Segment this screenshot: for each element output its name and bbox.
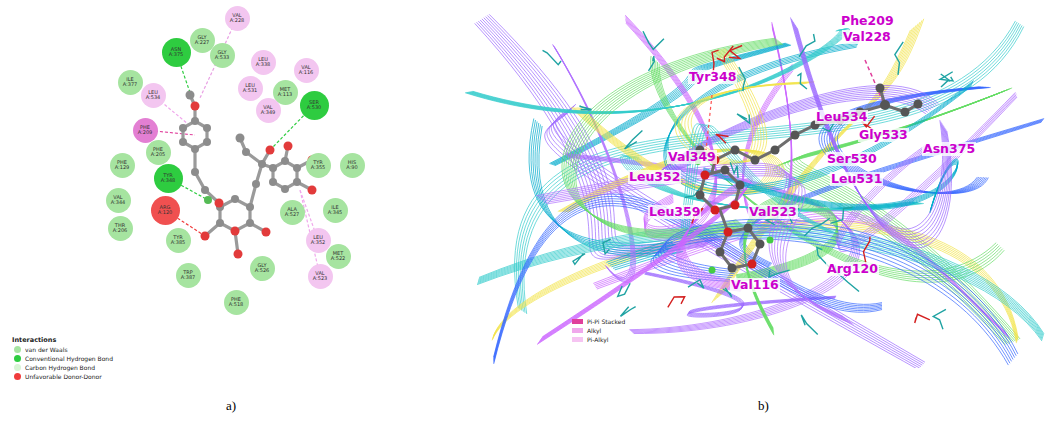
legend-title: Interactions [12, 336, 56, 344]
residue-name: GLY A:526 [253, 263, 272, 274]
residue-name: PHE A:205 [149, 147, 168, 158]
residue-name: LEU A:531 [241, 83, 260, 94]
residue-label: Leu359 [648, 205, 701, 219]
residue-disc: LEU A:352 [306, 228, 331, 253]
residue-name: TYR A:385 [169, 235, 188, 246]
residue-disc: VAL A:349 [256, 98, 281, 123]
legend-swatch [14, 355, 21, 362]
residue-name: PHE A:129 [113, 160, 132, 171]
legend-swatch [572, 319, 583, 324]
panel-letter: b) [758, 398, 769, 414]
legend-swatch [14, 364, 21, 371]
residue-disc: TYR A:348 [154, 164, 183, 193]
residue-disc: TYR A:385 [166, 228, 191, 253]
residue-disc: VAL A:228 [225, 6, 250, 31]
legend-text: van der Waals [25, 346, 68, 353]
legend-entry: Pi-Pi Stacked [572, 318, 625, 325]
residue-name: TYR A:355 [309, 160, 328, 171]
residue-name: MET A:113 [276, 87, 295, 98]
residue-disc: LEU A:531 [238, 76, 263, 101]
residue-label: Gly533 [858, 128, 909, 142]
residue-disc: VAL A:116 [294, 58, 319, 83]
residue-name: PHE A:518 [227, 297, 246, 308]
residue-label: Arg120 [826, 262, 879, 276]
residue-name: VAL A:228 [228, 13, 247, 24]
residue-label: Val523 [748, 205, 798, 219]
residue-disc: SER A:530 [300, 91, 329, 120]
legend-entry: Alkyl [572, 327, 601, 334]
legend-swatch [14, 346, 21, 353]
residue-name: MET A:522 [329, 251, 348, 262]
residue-disc: GLY A:526 [250, 256, 275, 281]
residue-disc: MET A:522 [326, 244, 351, 269]
legend-entry: Carbon Hydrogen Bond [14, 364, 95, 371]
residue-disc: TRP A:387 [176, 263, 201, 288]
residue-disc: VAL A:344 [106, 188, 131, 213]
residue-name: VAL A:344 [109, 195, 128, 206]
residue-name: PHE A:209 [136, 125, 155, 136]
residue-label: Val228 [842, 30, 892, 44]
residue-name: LEU A:534 [144, 90, 163, 101]
legend-text: Conventional Hydrogen Bond [25, 355, 113, 362]
residue-label: Leu352 [628, 170, 681, 184]
residue-label: Leu534 [815, 110, 868, 124]
residue-name: VAL A:116 [297, 65, 316, 76]
residue-disc: ARG A:120 [151, 196, 180, 225]
legend-text: Pi-Alkyl [587, 336, 608, 343]
residue-disc: PHE A:518 [224, 290, 249, 315]
residue-disc: VAL A:523 [308, 264, 333, 289]
residue-disc: THR A:206 [108, 216, 133, 241]
residue-name: VAL A:349 [259, 105, 278, 116]
residue-label: Ser530 [826, 152, 878, 166]
residue-disc: PHE A:129 [110, 153, 135, 178]
residue-name: VAL A:523 [311, 271, 330, 282]
residue-disc: HIS A:90 [340, 153, 365, 178]
residue-disc: TYR A:355 [306, 153, 331, 178]
residue-name: HIS A:90 [343, 160, 362, 171]
legend-entry: Conventional Hydrogen Bond [14, 355, 113, 362]
residue-disc: GLY A:533 [210, 43, 235, 68]
residue-name: LEU A:352 [309, 235, 328, 246]
residue-disc: PHE A:209 [133, 118, 158, 143]
residue-name: GLY A:227 [193, 35, 212, 46]
residue-name: ILE A:377 [121, 77, 140, 88]
residue-name: ASN A:375 [165, 47, 188, 58]
residue-label: Val349 [667, 150, 717, 164]
legend-entry: van der Waals [14, 346, 68, 353]
residue-name: LEU A:338 [254, 57, 273, 68]
residue-label: Leu531 [830, 172, 883, 186]
residue-disc: ASN A:375 [162, 38, 191, 67]
residue-name: TRP A:387 [179, 270, 198, 281]
residue-label: Asn375 [922, 142, 976, 156]
residue-disc: LEU A:338 [251, 50, 276, 75]
residue-name: ALA A:527 [283, 207, 302, 218]
residue-disc: ILE A:377 [118, 70, 143, 95]
legend-text: Pi-Pi Stacked [587, 318, 625, 325]
residue-disc: LEU A:534 [141, 83, 166, 108]
residue-label: Phe209 [840, 14, 895, 28]
legend-entry: Pi-Alkyl [572, 336, 608, 343]
legend-text: Alkyl [587, 327, 601, 334]
residue-disc: ILE A:345 [323, 198, 348, 223]
residue-name: THR A:206 [111, 223, 130, 234]
residue-disc: PHE A:205 [146, 140, 171, 165]
residue-disc: ALA A:527 [280, 200, 305, 225]
residue-label: Tyr348 [688, 70, 737, 84]
residue-name: ARG A:120 [154, 205, 177, 216]
legend-swatch [572, 328, 583, 333]
legend-text: Unfavorable Donor-Donor [25, 373, 102, 380]
legend-text: Carbon Hydrogen Bond [25, 364, 95, 371]
residue-name: SER A:530 [303, 100, 326, 111]
panel-letter: a) [226, 398, 236, 414]
residue-name: GLY A:533 [213, 50, 232, 61]
residue-name: TYR A:348 [157, 173, 180, 184]
residue-name: ILE A:345 [326, 205, 345, 216]
legend-swatch [572, 337, 583, 342]
legend-entry: Unfavorable Donor-Donor [14, 373, 102, 380]
residue-label: Val116 [730, 278, 780, 292]
legend-swatch [14, 373, 21, 380]
